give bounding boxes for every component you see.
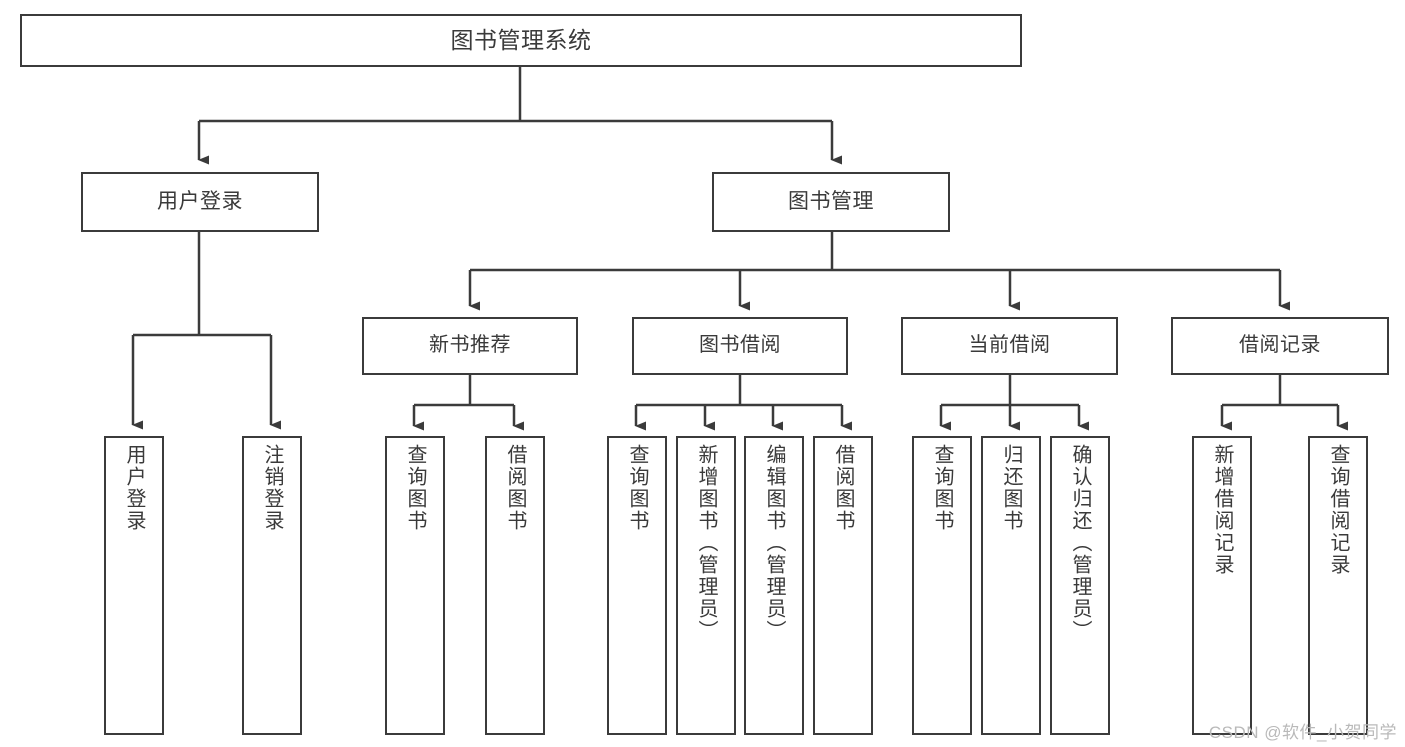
- node-book-management[interactable]: 图书管理: [712, 172, 950, 232]
- node-label: 注销登录: [261, 444, 283, 532]
- node-current-borrow[interactable]: 当前借阅: [901, 317, 1118, 375]
- node-label: 图书借阅: [699, 334, 781, 357]
- node-user-login[interactable]: 用户登录: [81, 172, 319, 232]
- node-label: 查询图书: [404, 444, 426, 532]
- node-root-book-management-system[interactable]: 图书管理系统: [20, 14, 1022, 67]
- node-label: 用户登录: [157, 189, 243, 213]
- node-label: 归还图书: [1000, 444, 1022, 532]
- leaf-borrow-borrow-book[interactable]: 借阅图书: [813, 436, 873, 735]
- leaf-current-query-book[interactable]: 查询图书: [912, 436, 972, 735]
- leaf-borrow-edit-book-admin[interactable]: 编辑图书（管理员）: [744, 436, 804, 735]
- node-label: 借阅图书: [504, 444, 526, 532]
- node-label: 新增图书（管理员）: [695, 444, 717, 642]
- node-label: 编辑图书（管理员）: [763, 444, 785, 642]
- node-label: 确认归还（管理员）: [1069, 444, 1091, 642]
- leaf-record-add-borrow-record[interactable]: 新增借阅记录: [1192, 436, 1252, 735]
- watermark: CSDN @软件_小贺同学: [1208, 723, 1397, 742]
- leaf-current-confirm-return-admin[interactable]: 确认归还（管理员）: [1050, 436, 1110, 735]
- leaf-borrow-query-book[interactable]: 查询图书: [607, 436, 667, 735]
- node-label: 图书管理: [788, 189, 874, 213]
- node-label: 图书管理系统: [450, 26, 592, 53]
- node-label: 查询借阅记录: [1327, 444, 1349, 576]
- node-label: 新书推荐: [429, 334, 511, 357]
- leaf-recommend-query-book[interactable]: 查询图书: [385, 436, 445, 735]
- leaf-recommend-borrow-book[interactable]: 借阅图书: [485, 436, 545, 735]
- leaf-user-logout[interactable]: 注销登录: [242, 436, 302, 735]
- node-label: 借阅记录: [1239, 334, 1321, 357]
- leaf-record-query-borrow-record[interactable]: 查询借阅记录: [1308, 436, 1368, 735]
- node-label: 用户登录: [123, 444, 145, 532]
- leaf-borrow-add-book-admin[interactable]: 新增图书（管理员）: [676, 436, 736, 735]
- node-book-borrow[interactable]: 图书借阅: [632, 317, 848, 375]
- node-label: 查询图书: [626, 444, 648, 532]
- node-label: 新增借阅记录: [1211, 444, 1233, 576]
- node-label: 查询图书: [931, 444, 953, 532]
- node-label: 当前借阅: [968, 334, 1051, 357]
- leaf-current-return-book[interactable]: 归还图书: [981, 436, 1041, 735]
- node-label: 借阅图书: [832, 444, 854, 532]
- node-borrow-record[interactable]: 借阅记录: [1171, 317, 1389, 375]
- leaf-user-login[interactable]: 用户登录: [104, 436, 164, 735]
- node-new-book-recommend[interactable]: 新书推荐: [362, 317, 578, 375]
